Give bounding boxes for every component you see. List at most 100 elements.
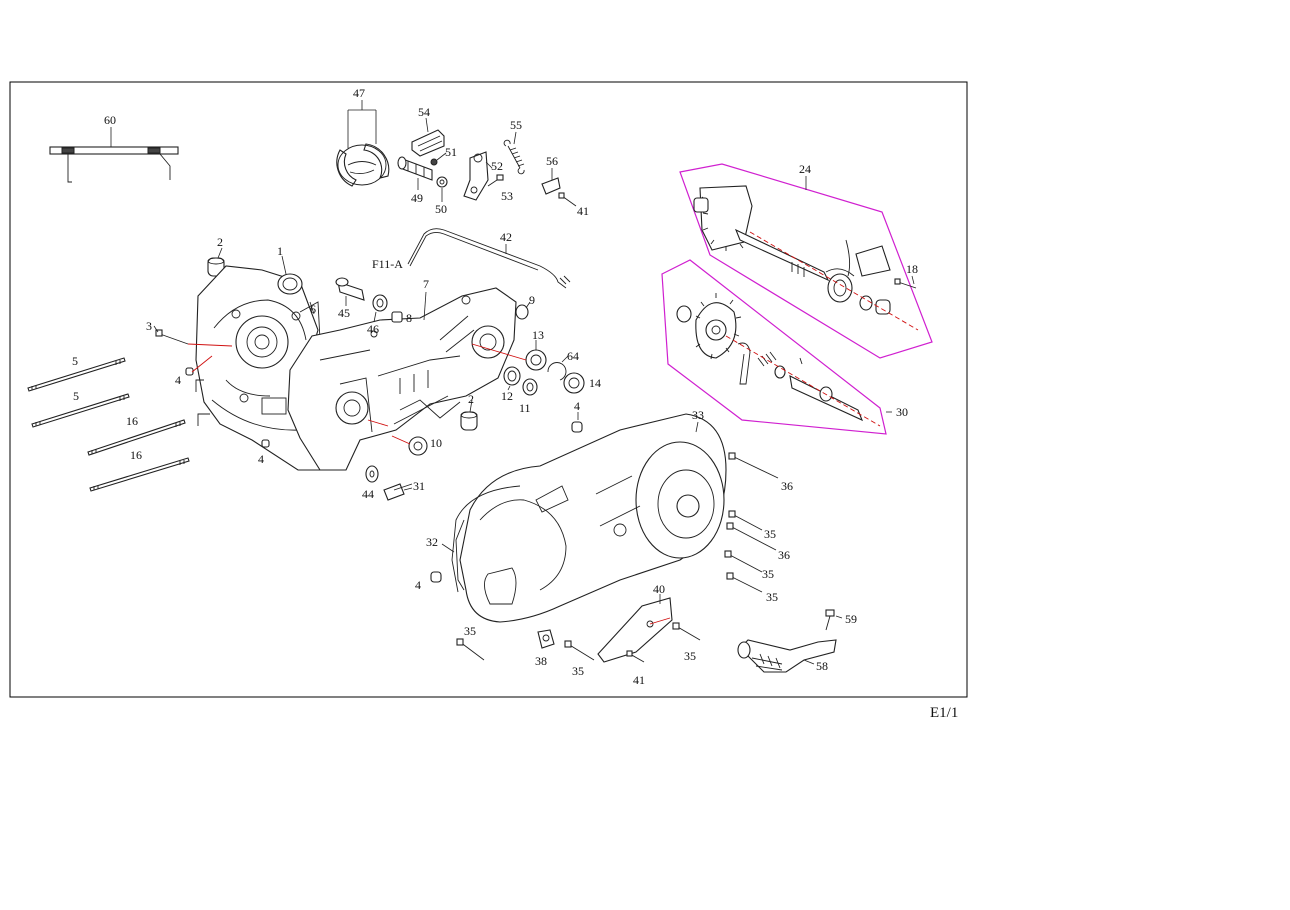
part-45-shaft [335, 277, 365, 306]
callout-50: 50 [435, 202, 447, 216]
part-16-stud-upper [87, 419, 186, 456]
callout-44: 44 [362, 487, 374, 501]
part-8-plug [391, 311, 403, 323]
part-42-cable [407, 228, 571, 289]
callout-2-bottom: 2 [468, 392, 474, 406]
callout-3: 3 [146, 319, 152, 333]
part-52-arm [463, 151, 493, 201]
part-31-bolt [383, 483, 413, 501]
diagram-frame [9, 81, 968, 698]
callout-4-center: 4 [574, 399, 580, 413]
part-47-brake-shoes [336, 100, 390, 187]
callout-14: 14 [589, 376, 601, 390]
part-4-dowel-cover [430, 571, 442, 583]
part-35-bolt-f [564, 640, 595, 661]
callout-59: 59 [845, 612, 857, 626]
part-38-fitting [537, 629, 555, 649]
part-2-dowel-bottom [460, 399, 478, 431]
callout-10: 10 [430, 436, 442, 450]
reference-label: F11-A [372, 257, 403, 271]
part-35-bolt-d [672, 622, 701, 641]
part-1-left-crankcase [195, 255, 341, 471]
part-36-bolt-upper [728, 452, 779, 479]
callout-51: 51 [445, 145, 457, 159]
callout-60: 60 [104, 113, 116, 127]
part-35-bolt-b [724, 550, 763, 573]
part-9-oring [515, 301, 531, 320]
group-30-starter-gear [661, 259, 892, 435]
callout-32: 32 [426, 535, 438, 549]
callout-4-bottom: 4 [258, 452, 264, 466]
sheet-code: E1/1 [930, 705, 958, 721]
callout-46: 46 [367, 322, 379, 336]
part-35-bolt-a [728, 510, 763, 531]
callout-58: 58 [816, 659, 828, 673]
part-58-kick-lever [737, 639, 837, 673]
callout-16-lower: 16 [130, 448, 142, 462]
callout-5-upper: 5 [72, 354, 78, 368]
callout-49: 49 [411, 191, 423, 205]
callout-16-upper: 16 [126, 414, 138, 428]
callout-56: 56 [546, 154, 558, 168]
callout-41-bottom: 41 [633, 673, 645, 687]
part-33-cover [455, 413, 727, 623]
part-4-dowel-bottom [261, 439, 270, 448]
part-49-cam [397, 156, 433, 190]
callout-54: 54 [418, 105, 430, 119]
part-51-spring [430, 152, 447, 166]
callout-33: 33 [692, 408, 704, 422]
group-24-kick-shaft [679, 163, 933, 359]
part-50-washer [436, 176, 448, 202]
callout-5-lower: 5 [73, 389, 79, 403]
part-44-washer [365, 465, 379, 483]
part-60-tool [49, 127, 179, 183]
callout-4-left: 4 [175, 373, 181, 387]
callout-35-e: 35 [572, 664, 584, 678]
callout-36-lower: 36 [778, 548, 790, 562]
callout-47: 47 [353, 86, 365, 100]
part-10-seal [391, 435, 428, 456]
part-5-stud-upper [27, 357, 126, 392]
part-64-circlip [547, 355, 569, 381]
part-59-bolt [825, 609, 843, 631]
part-4-dowel-center [571, 412, 583, 433]
part-18-bolt [894, 275, 917, 289]
part-35-bolt-e [456, 638, 485, 661]
callout-31: 31 [413, 479, 425, 493]
part-4-dowel-left [185, 355, 213, 376]
part-46-oring [372, 294, 388, 323]
callout-35-c: 35 [766, 590, 778, 604]
part-13-bearing [471, 340, 547, 371]
callout-41-top: 41 [577, 204, 589, 218]
part-41-bolt-top [558, 192, 577, 207]
callout-35-b: 35 [762, 567, 774, 581]
callout-64: 64 [567, 349, 579, 363]
part-55-spring [503, 131, 525, 175]
part-32-gasket [441, 485, 521, 593]
callout-4-cover: 4 [415, 578, 421, 592]
callout-38: 38 [535, 654, 547, 668]
callout-6: 6 [310, 302, 316, 316]
callout-13: 13 [532, 328, 544, 342]
callout-9: 9 [529, 293, 535, 307]
callout-55: 55 [510, 118, 522, 132]
part-56-bracket [541, 168, 561, 195]
callout-8: 8 [406, 311, 412, 325]
callout-30: 30 [896, 405, 908, 419]
callout-45: 45 [338, 306, 350, 320]
callout-12: 12 [501, 389, 513, 403]
callout-24: 24 [799, 162, 811, 176]
callout-labels: 60 47 54 51 55 52 53 49 50 56 41 24 18 3… [72, 86, 918, 687]
part-41-bolt-bottom [626, 650, 645, 663]
part-12-seal [503, 366, 521, 391]
callout-7: 7 [423, 277, 429, 291]
callout-35-d: 35 [464, 624, 476, 638]
part-40-bracket [597, 594, 673, 663]
callout-35-f: 35 [684, 649, 696, 663]
callout-53: 53 [501, 189, 513, 203]
part-14-bearing [563, 372, 585, 394]
callout-40: 40 [653, 582, 665, 596]
part-3-bolt [153, 325, 233, 347]
part-54-lever [411, 117, 445, 157]
